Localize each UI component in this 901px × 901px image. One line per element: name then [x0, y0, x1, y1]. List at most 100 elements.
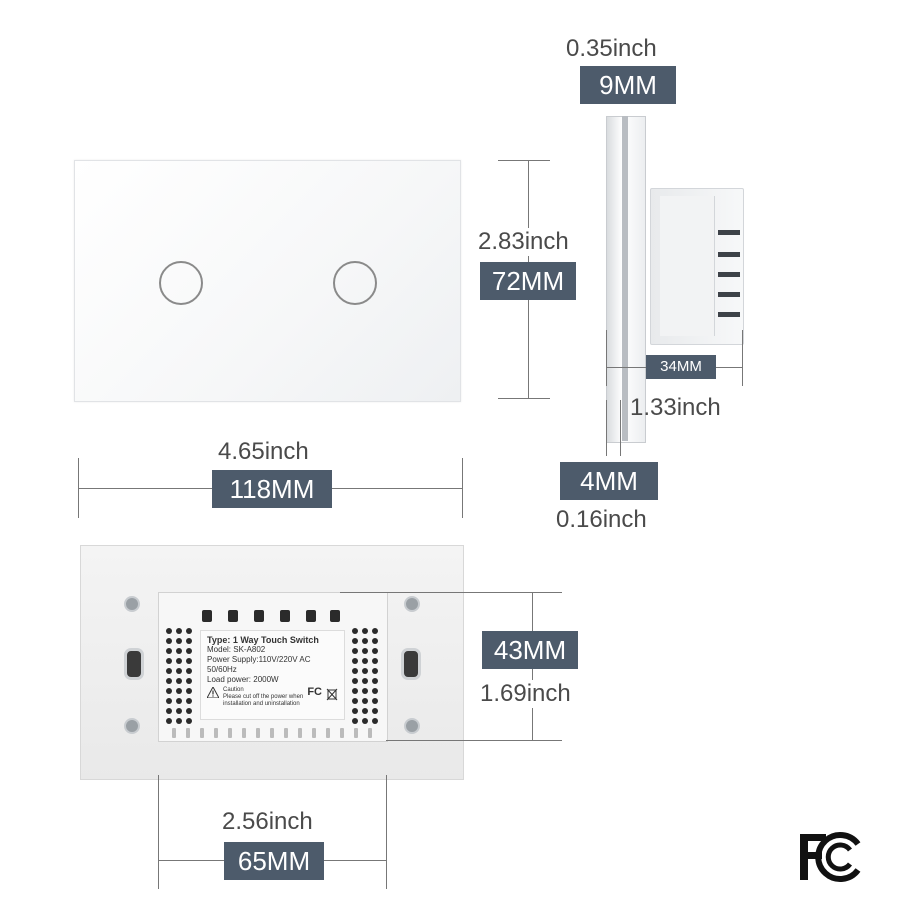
- label-caution-title: Caution: [223, 687, 244, 693]
- vent-hole: [176, 668, 182, 674]
- vent-hole: [372, 708, 378, 714]
- vent-hole: [352, 678, 358, 684]
- vent-hole: [284, 728, 288, 738]
- front-panel: [74, 160, 461, 402]
- terminal-screw: [254, 610, 264, 622]
- vent-hole: [362, 648, 368, 654]
- module-height-guide-top: [340, 592, 562, 593]
- vent-hole: [186, 658, 192, 664]
- mounting-slot: [401, 648, 421, 680]
- module-height-guide-bottom: [386, 740, 562, 741]
- vent-hole: [352, 688, 358, 694]
- vent-hole: [372, 678, 378, 684]
- vent-hole: [352, 708, 358, 714]
- vent-hole: [362, 698, 368, 704]
- side-glass-edge: [622, 116, 628, 441]
- vent-hole: [166, 668, 172, 674]
- glass-guide-right: [620, 400, 621, 456]
- product-label: Type: 1 Way Touch Switch Model: SK-A802 …: [200, 630, 345, 720]
- vent-hole: [166, 648, 172, 654]
- vent-hole: [362, 688, 368, 694]
- depth-inch-text: 1.33inch: [630, 394, 721, 421]
- vent-hole: [372, 628, 378, 634]
- vent-slot: [718, 292, 740, 297]
- vent-hole: [166, 708, 172, 714]
- vent-hole: [186, 708, 192, 714]
- vent-hole: [362, 708, 368, 714]
- terminal-screw: [306, 610, 316, 622]
- vent-hole: [256, 728, 260, 738]
- width-guide-right: [462, 458, 463, 518]
- vent-hole: [166, 688, 172, 694]
- width-inch-text: 4.65inch: [218, 438, 309, 465]
- side-switch-body-inner: [660, 196, 715, 336]
- vent-hole: [166, 678, 172, 684]
- terminal-screw: [280, 610, 290, 622]
- depth-guide-right: [742, 330, 743, 386]
- depth-mm-tag: 34MM: [646, 355, 716, 379]
- terminal-screw: [228, 610, 238, 622]
- height-mm-tag: 72MM: [480, 262, 576, 300]
- vent-hole: [372, 688, 378, 694]
- module-width-mm-tag: 65MM: [224, 842, 324, 880]
- touch-key-right: [333, 261, 377, 305]
- warning-icon: [207, 687, 219, 698]
- thickness-inch-text: 0.35inch: [566, 35, 657, 62]
- vent-hole: [362, 628, 368, 634]
- vent-hole: [352, 668, 358, 674]
- screw-hole: [404, 596, 420, 612]
- vent-hole: [312, 728, 316, 738]
- terminal-screw: [202, 610, 212, 622]
- vent-slot: [718, 272, 740, 277]
- vent-hole: [176, 718, 182, 724]
- glass-inch-text: 0.16inch: [556, 506, 647, 533]
- vent-hole: [298, 728, 302, 738]
- mounting-slot: [124, 648, 144, 680]
- vent-hole: [352, 718, 358, 724]
- vent-hole: [270, 728, 274, 738]
- vent-hole: [176, 628, 182, 634]
- vent-hole: [372, 668, 378, 674]
- module-height-inch-text: 1.69inch: [480, 680, 571, 708]
- height-guide-bottom: [498, 398, 550, 399]
- vent-hole: [372, 658, 378, 664]
- screw-hole: [124, 718, 140, 734]
- vent-hole: [166, 718, 172, 724]
- vent-hole: [176, 708, 182, 714]
- touch-key-left: [159, 261, 203, 305]
- module-width-inch-text: 2.56inch: [222, 808, 313, 835]
- depth-guide-left: [606, 330, 607, 386]
- glass-mm-tag: 4MM: [560, 462, 658, 500]
- module-width-guide-left: [158, 775, 159, 889]
- vent-hole: [186, 728, 190, 738]
- label-type: Type: 1 Way Touch Switch: [207, 635, 319, 645]
- vent-hole: [172, 728, 176, 738]
- vent-hole: [214, 728, 218, 738]
- module-width-guide-right: [386, 775, 387, 889]
- vent-hole: [166, 628, 172, 634]
- vent-hole: [362, 668, 368, 674]
- vent-hole: [176, 638, 182, 644]
- vent-hole: [176, 688, 182, 694]
- vent-hole: [340, 728, 344, 738]
- vent-hole: [200, 728, 204, 738]
- weee-bin-icon: [326, 688, 338, 701]
- vent-hole: [186, 628, 192, 634]
- vent-hole: [166, 658, 172, 664]
- vent-hole: [186, 638, 192, 644]
- vent-hole: [176, 658, 182, 664]
- vent-hole: [186, 688, 192, 694]
- label-caution-text: Please cut off the power when installati…: [223, 694, 304, 707]
- vent-hole: [362, 658, 368, 664]
- vent-hole: [362, 718, 368, 724]
- vent-hole: [372, 638, 378, 644]
- vent-hole: [176, 698, 182, 704]
- vent-slot: [718, 252, 740, 257]
- glass-guide-left: [606, 400, 607, 456]
- width-mm-tag: 118MM: [212, 470, 332, 508]
- vent-hole: [352, 638, 358, 644]
- vent-hole: [362, 638, 368, 644]
- vent-hole: [354, 728, 358, 738]
- vent-hole: [228, 728, 232, 738]
- vent-hole: [186, 678, 192, 684]
